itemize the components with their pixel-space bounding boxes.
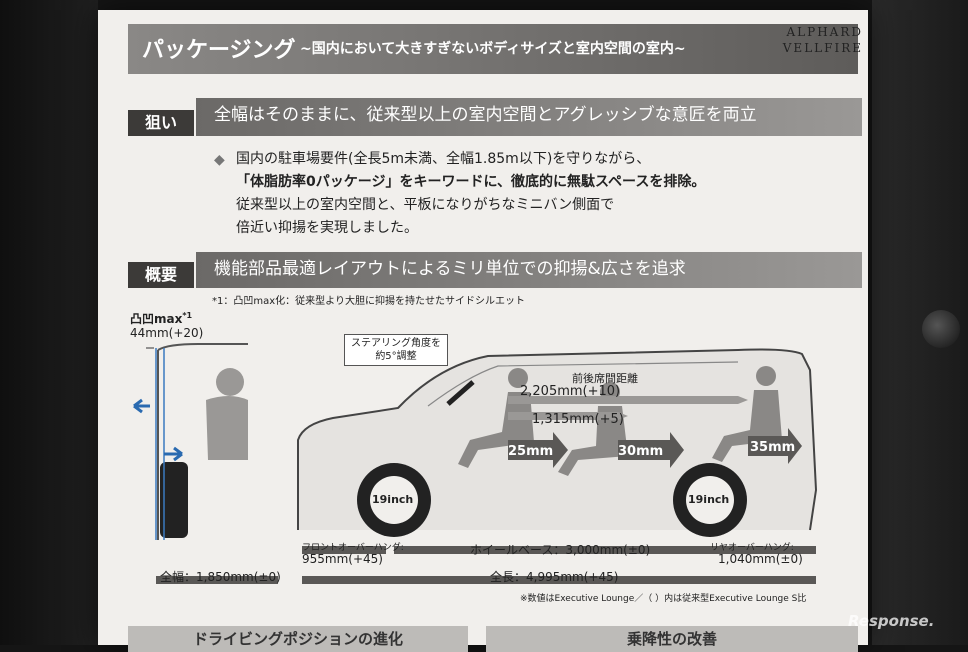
front-occupant-body <box>206 396 248 460</box>
bottom-tab-ingress: 乗降性の改善 <box>486 626 858 652</box>
couple-distance-arrow <box>508 396 748 404</box>
vehicle-package-diagram <box>133 343 818 584</box>
seat-arrow-1-label: 25mm <box>508 444 554 459</box>
steering-column <box>446 380 475 406</box>
title-bar: パッケージング ~国内において大きすぎないボディサイズと室内空間の室内~ <box>128 24 858 74</box>
rear-overhang-bar <box>710 546 816 554</box>
overview-footnote: *1：凸凹max化：従来型より大胆に抑揚を持たせたサイドシルエット <box>212 296 525 307</box>
aim-tab: 狙い <box>128 110 194 136</box>
background-wall-left <box>0 0 98 645</box>
arrow-right-icon <box>164 446 183 462</box>
overview-headline: 機能部品最適レイアウトによるミリ単位での抑揚&広さを追求 <box>196 252 862 288</box>
rear-wheel-rim <box>686 476 734 524</box>
seat-arrow-3-label: 35mm <box>750 440 796 455</box>
front-occupant-head <box>216 368 244 396</box>
front-wheel-rim <box>370 476 418 524</box>
bump-label: 凸凹max*1 <box>130 310 192 327</box>
seat-arrow-2-label: 30mm <box>618 444 664 459</box>
length-bar <box>302 576 816 584</box>
bullet-icon: ◆ <box>214 152 225 168</box>
steering-note-line-2: 約5°調整 <box>375 351 417 362</box>
wall-knob <box>922 310 960 348</box>
bump-label-sup: *1 <box>182 311 193 320</box>
couple-label: 前後席間距離 <box>572 372 638 385</box>
front-wheel-label: 19inch <box>372 493 414 506</box>
brand-vellfire: VELLFIRE <box>782 41 863 55</box>
wheelbase-label: ホイールベース：3,000mm(±0) <box>470 543 651 557</box>
rear-overhang-value: 1,040mm(±0) <box>718 552 803 566</box>
aim-line-4: 倍近い抑揚を実現しました。 <box>236 220 418 236</box>
wheelbase-bar <box>394 546 710 554</box>
bottom-tab-driving-position: ドライビングポジションの進化 <box>128 626 468 652</box>
driver-body <box>458 392 534 468</box>
seat-arrow-3 <box>748 428 802 464</box>
aim-body: 国内の駐車場要件(全長5m未満、全幅1.85m以下)を守りながら、 「体脂肪率0… <box>236 148 836 240</box>
window-line <box>427 361 739 407</box>
steering-note-line-1: ステアリング角度を <box>351 338 441 349</box>
page-subtitle: ~国内において大きすぎないボディサイズと室内空間の室内~ <box>300 41 686 57</box>
watermark-logo: Response. <box>848 612 935 630</box>
second-row-arrow <box>508 412 628 420</box>
rear-wheel-label: 19inch <box>688 493 730 506</box>
width-bar <box>156 576 278 584</box>
third-row-body <box>712 390 782 462</box>
second-row-body <box>558 406 628 476</box>
aim-line-1: 国内の駐車場要件(全長5m未満、全幅1.85m以下)を守りながら、 <box>236 151 651 167</box>
third-row-head <box>756 366 776 386</box>
bump-value: 44mm(+20) <box>130 326 204 340</box>
front-view-tire <box>160 462 188 538</box>
front-view-outline <box>157 343 248 540</box>
second-row-value: 1,315mm(+5) <box>532 412 624 427</box>
front-overhang-bar <box>302 546 386 554</box>
brand-alphard: ALPHARD <box>786 25 863 39</box>
occupant-figures <box>458 366 782 476</box>
couple-value: 2,205mm(+10) <box>520 384 621 399</box>
seat-arrow-1 <box>508 432 568 468</box>
arrow-left-icon <box>133 398 150 414</box>
overview-tab: 概要 <box>128 262 194 288</box>
length-label: 全長：4,995mm(+45) <box>490 570 619 584</box>
driver-head <box>508 368 528 388</box>
rear-overhang-label: リヤオーバーハング: <box>710 543 794 553</box>
aim-line-3: 従来型以上の室内空間と、平板になりがちなミニバン側面で <box>236 197 615 213</box>
seat-arrow-2 <box>618 432 684 468</box>
aim-headline: 全幅はそのままに、従来型以上の室内空間とアグレッシブな意匠を両立 <box>196 98 862 136</box>
aim-line-2: 「体脂肪率0パッケージ」をキーワードに、徹底的に無駄スペースを排除。 <box>236 174 706 190</box>
bump-label-text: 凸凹max <box>130 312 183 326</box>
front-overhang-label: フロントオーバーハング: <box>302 543 404 553</box>
page-title: パッケージング <box>142 38 296 63</box>
front-overhang-value: 955mm(+45) <box>302 552 383 566</box>
brand-logo: ALPHARD VELLFIRE <box>735 24 863 56</box>
steering-note: ステアリング角度を 約5°調整 <box>344 334 448 366</box>
values-note: ※数値はExecutive Lounge／（ ）内は従来型Executive L… <box>520 594 807 604</box>
width-label: 全幅：1,850mm(±0) <box>160 570 281 584</box>
